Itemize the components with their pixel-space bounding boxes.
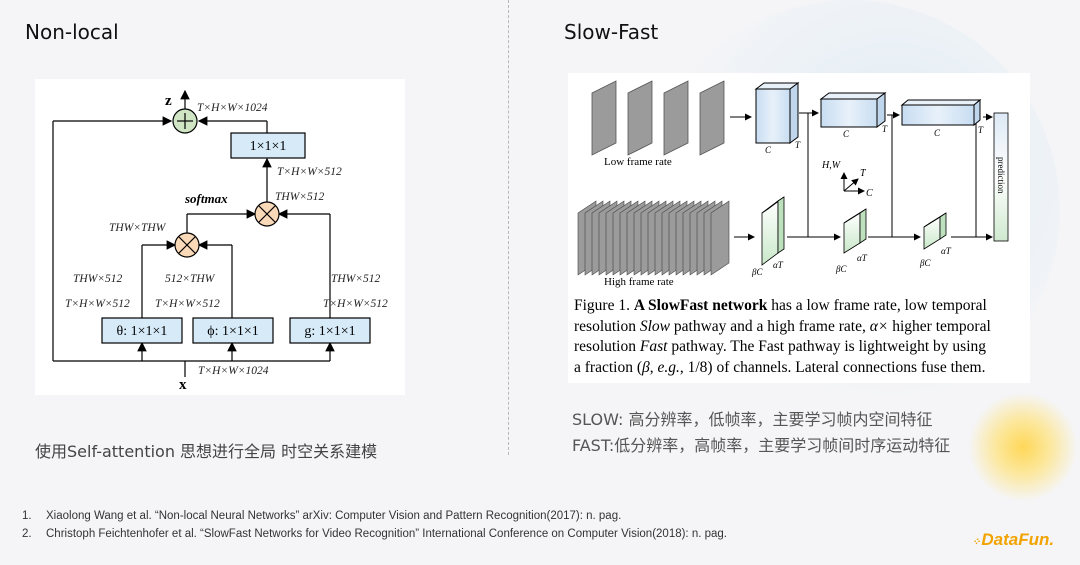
g-label: g: 1×1×1 [304, 324, 355, 339]
high-frame-rate-frames [577, 200, 730, 276]
prediction-box [993, 112, 1009, 242]
fast-cube-3 [923, 212, 947, 250]
fast-at-2: αT [857, 253, 868, 263]
phi-label: ϕ: 1×1×1 [207, 324, 259, 339]
fast-bc-2: βC [835, 264, 847, 274]
reference-2: 2.Christoph Feichtenhofer et al. “SlowFa… [22, 528, 727, 540]
right-title: Slow-Fast [564, 20, 659, 44]
t-axis-label: T [860, 168, 867, 179]
slow-cube-2 [819, 92, 887, 128]
reference-1: 1.Xiaolong Wang et al. “Non-local Neural… [22, 510, 622, 522]
conv-out-dim-label: T×H×W×512 [277, 166, 342, 178]
sun-decoration [968, 392, 1078, 502]
theta-label: θ: 1×1×1 [117, 324, 168, 339]
conv-out-label: 1×1×1 [250, 139, 287, 154]
low-frame-rate-label: Low frame rate [604, 156, 672, 168]
hw-axis-label: H,W [821, 160, 842, 171]
x-node-label: x [179, 377, 187, 393]
phi-box [192, 317, 274, 344]
section-divider [508, 0, 509, 455]
slow-t-3: T [978, 125, 984, 135]
slow-t-1: T [795, 140, 801, 150]
fast-bc-1: βC [751, 267, 763, 277]
c-axis-label: C [866, 188, 873, 199]
fast-note: FAST:低分辨率，高帧率，主要学习帧间时序运动特征 [572, 436, 951, 455]
fast-cube-1 [761, 196, 785, 266]
attn-dim-label: THW×THW [109, 222, 167, 234]
left-title: Non-local [25, 20, 119, 44]
slow-t-2: T [882, 124, 888, 134]
mid-dim-label: THW×512 [275, 191, 325, 203]
fast-cube-2 [843, 208, 867, 254]
low-frame-rate-frames [591, 80, 725, 156]
high-frame-rate-label: High frame rate [604, 276, 674, 288]
slow-cube-1 [754, 82, 800, 144]
fast-bc-3: βC [919, 258, 931, 268]
fast-at-1: αT [773, 260, 784, 270]
g-dim-top: THW×512 [331, 273, 381, 285]
slowfast-figure-caption: Figure 1. A SlowFast network has a low f… [574, 297, 991, 376]
theta-dim-top: THW×512 [73, 273, 123, 285]
in-dim-label: T×H×W×1024 [198, 365, 269, 377]
slowfast-figure: Low frame rate High frame rate [568, 73, 1030, 383]
datafun-logo: ⁘DataFun. [972, 530, 1055, 549]
phi-dim-bot: T×H×W×512 [155, 298, 220, 310]
phi-dim-top: 512×THW [165, 273, 216, 285]
slow-c-2: C [843, 129, 850, 139]
left-caption: 使用Self-attention 思想进行全局 时空关系建模 [35, 442, 378, 461]
slow-cube-3 [900, 98, 982, 127]
z-node-label: z [165, 93, 172, 109]
fast-at-3: αT [941, 246, 952, 256]
slow-c-1: C [765, 145, 772, 155]
slow-c-3: C [934, 128, 941, 138]
softmax-label: softmax [184, 191, 228, 206]
conv-out-box [230, 132, 306, 159]
g-box [289, 317, 371, 344]
non-local-diagram: 1×1×1 θ: 1×1×1 ϕ: 1×1×1 g: 1×1×1 z x T×H… [35, 79, 405, 395]
prediction-label: prediction [996, 157, 1006, 194]
theta-box [101, 317, 183, 344]
out-dim-label: T×H×W×1024 [197, 102, 268, 114]
slow-note: SLOW: 高分辨率，低帧率，主要学习帧内空间特征 [572, 410, 933, 429]
theta-dim-bot: T×H×W×512 [65, 298, 130, 310]
g-dim-bot: T×H×W×512 [323, 298, 388, 310]
